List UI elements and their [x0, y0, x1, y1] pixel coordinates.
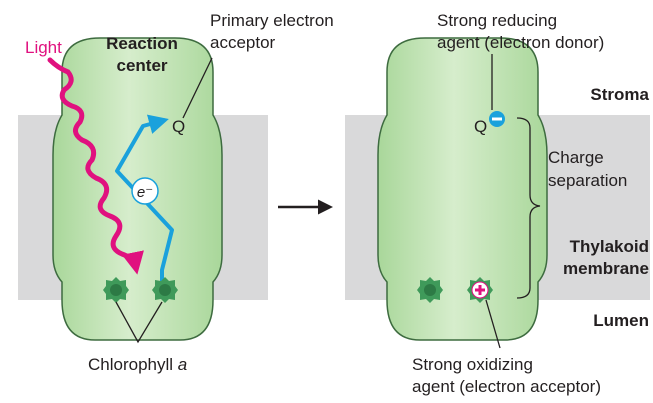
- thylakoid-label-2: membrane: [563, 259, 649, 278]
- chlorophyll-left-1-icon: [103, 277, 129, 303]
- chlorophyll-pointer-lines: [115, 301, 163, 344]
- charge-separation-bracket: [516, 117, 541, 299]
- q-right-label: Q: [474, 117, 487, 136]
- electron-label: e⁻: [137, 184, 153, 201]
- reaction-center-label-1: Reaction: [106, 34, 178, 53]
- plus-circle-icon: [471, 281, 489, 299]
- q-left-label: Q: [172, 117, 185, 136]
- light-wave-arrow: [47, 57, 144, 275]
- stroma-label: Stroma: [590, 85, 649, 104]
- oxidizing-agent-pointer: [485, 299, 501, 349]
- primary-acceptor-label-2: acceptor: [210, 33, 276, 52]
- electron-circle-icon: [131, 177, 159, 205]
- reaction-center-label-2: center: [116, 56, 167, 75]
- reaction-center-right: [377, 37, 548, 341]
- charge-separation-label-2: separation: [548, 171, 627, 190]
- oxidizing-agent-label-2: agent (electron acceptor): [412, 377, 601, 396]
- reducing-agent-label-1: Strong reducing: [437, 11, 557, 30]
- primary-acceptor-label-1: Primary electron: [210, 11, 334, 30]
- oxidizing-agent-label-1: Strong oxidizing: [412, 355, 533, 374]
- minus-circle-icon: [489, 111, 505, 127]
- light-label: Light: [25, 38, 62, 57]
- reducing-agent-label-2: agent (electron donor): [437, 33, 604, 52]
- lumen-label: Lumen: [593, 311, 649, 330]
- chlorophyll-label: Chlorophyll a: [88, 355, 187, 374]
- charge-separation-label-1: Charge: [548, 148, 604, 167]
- chlorophyll-left-2-icon: [152, 277, 178, 303]
- thylakoid-label-1: Thylakoid: [570, 237, 649, 256]
- primary-acceptor-pointer: [182, 57, 213, 119]
- chlorophyll-right-1-icon: [417, 277, 443, 303]
